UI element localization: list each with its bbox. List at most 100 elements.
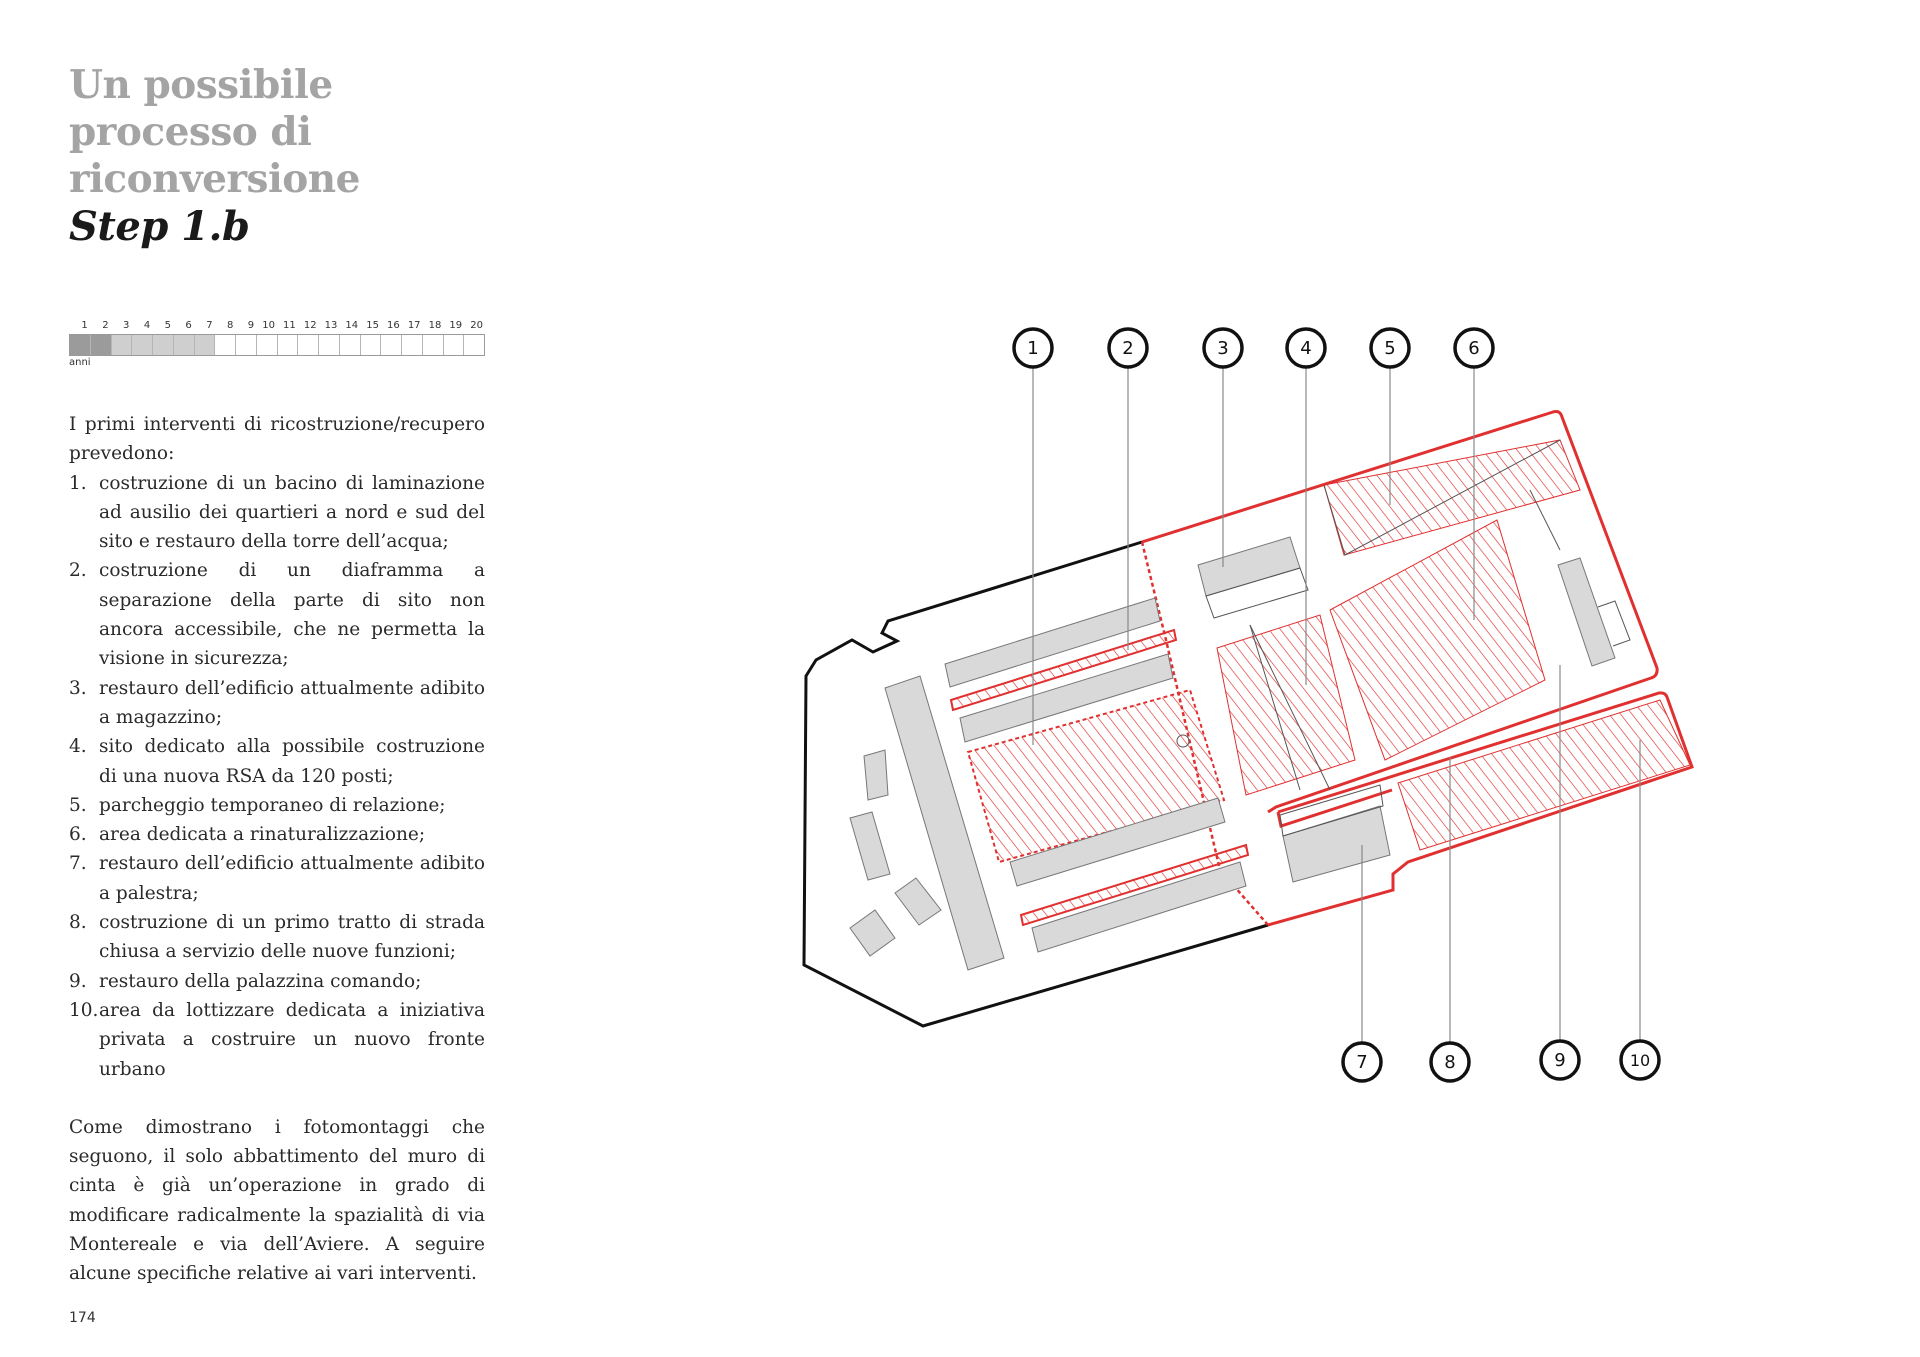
list-item-number: 3. (69, 677, 87, 699)
site-boundary-west (802, 540, 1269, 1028)
callout-label-2: 2 (1122, 338, 1133, 359)
callout-1: 1 (1012, 327, 1054, 369)
timeline-cell (70, 335, 91, 355)
list-item: 9. restauro della palazzina comando; (69, 967, 485, 996)
command-building (1557, 557, 1616, 667)
callout-3: 3 (1202, 327, 1244, 369)
timeline-year-label: 10 (262, 320, 275, 331)
list-item-text: parcheggio temporaneo di relazione; (99, 794, 446, 816)
list-item-number: 9. (69, 970, 87, 992)
callout-label-8: 8 (1444, 1052, 1455, 1073)
callout-7: 7 (1341, 1041, 1383, 1083)
warehouse-annex (1205, 567, 1309, 619)
timeline-year-label: 4 (143, 320, 151, 331)
timeline-cell (90, 335, 112, 355)
timeline-cell (443, 335, 465, 355)
timeline-cell (381, 335, 402, 355)
list-item-number: 1. (69, 472, 87, 494)
intervention-list: 1. costruzione di un bacino di laminazion… (69, 469, 485, 1084)
list-item-number: 7. (69, 853, 87, 875)
timeline-cell (194, 335, 216, 355)
timeline-year-label: 8 (227, 320, 234, 331)
list-item: 2. costruzione di un diaframma a separazi… (69, 556, 485, 673)
building-long-west (884, 675, 1005, 971)
building-bar-1 (944, 597, 1161, 688)
description-text: I primi interventi di ricostruzione/recu… (69, 410, 485, 1289)
timeline-year-label: 5 (164, 320, 171, 331)
building-small-3 (894, 877, 942, 926)
internal-line-2 (1249, 624, 1301, 791)
timeline-year-label: 18 (428, 320, 442, 331)
list-item-text: costruzione di un bacino di laminazione … (99, 472, 485, 553)
building-bar-4 (1031, 861, 1247, 953)
timeline-year-label: 15 (366, 320, 379, 331)
callout-label-4: 4 (1300, 338, 1311, 359)
callout-8: 8 (1429, 1041, 1471, 1083)
page-number: 174 (69, 1310, 96, 1326)
callout-label-3: 3 (1217, 338, 1228, 359)
timeline-cell (173, 335, 195, 355)
list-item: 10.area da lottizzare dedicata a iniziat… (69, 996, 485, 1084)
list-item-text: restauro dell’edificio attualmente adibi… (99, 853, 485, 904)
timeline-year-label: 9 (247, 320, 255, 331)
title-line-3: riconversione (69, 156, 360, 202)
gym-annex (1279, 784, 1384, 837)
timeline-year-label: 13 (324, 320, 338, 331)
list-item-number: 4. (69, 736, 87, 758)
building-small-2 (849, 811, 891, 881)
timeline-cell (360, 335, 382, 355)
callout-label-7: 7 (1356, 1052, 1367, 1073)
list-item-number: 6. (69, 824, 87, 846)
timeline-cell (153, 335, 174, 355)
timeline-cell (236, 335, 257, 355)
timeline-cell (319, 335, 340, 355)
title-line-1: Un possibile (69, 62, 333, 108)
building-small-1 (863, 749, 889, 801)
callout-6: 6 (1453, 327, 1495, 369)
timeline-year-label: 16 (387, 320, 400, 331)
list-item-text: area da lottizzare dedicata a iniziativa… (99, 999, 485, 1080)
nature-area (1329, 519, 1546, 761)
callout-label-5: 5 (1384, 338, 1395, 359)
timeline-year-label: 11 (283, 320, 296, 331)
gym-building (1282, 805, 1391, 883)
private-area (1397, 699, 1691, 851)
list-item-text: restauro della palazzina comando; (99, 970, 422, 992)
timeline-cell (402, 335, 423, 355)
list-item-number: 10. (69, 999, 99, 1021)
list-item: 6. area dedicata a rinaturalizzazione; (69, 820, 485, 849)
step-label: Step 1.b (69, 203, 250, 250)
water-tower (1176, 734, 1190, 748)
warehouse-building (1197, 536, 1301, 597)
timeline-year-label: 17 (407, 320, 421, 331)
outline-elements (1205, 439, 1631, 837)
timeline-cell (339, 335, 361, 355)
intro-paragraph: I primi interventi di ricostruzione/recu… (69, 414, 485, 465)
callout-10: 10 (1619, 1039, 1661, 1081)
list-item-text: area dedicata a rinaturalizzazione; (99, 824, 426, 846)
timeline-unit-label: anni (69, 357, 91, 368)
list-item-text: costruzione di un diaframma a separazion… (99, 560, 485, 670)
list-item-number: 8. (69, 912, 87, 934)
timeline-year-label: 19 (449, 320, 463, 331)
list-item-text: costruzione di un primo tratto di strada… (99, 912, 485, 963)
callout-label-6: 6 (1468, 338, 1479, 359)
leader-lines (1032, 368, 1641, 1042)
timeline-year-label: 7 (206, 320, 213, 331)
site-boundary-east (1141, 410, 1659, 814)
page-title: Un possibile processo di riconversione S… (69, 62, 360, 250)
list-item-number: 2. (69, 560, 87, 582)
timeline-year-label: 12 (303, 320, 317, 331)
list-item: 1. costruzione di un bacino di laminazion… (69, 469, 485, 557)
timeline-cell (464, 335, 484, 355)
callout-label-1: 1 (1027, 338, 1038, 359)
timeline-year-label: 2 (102, 320, 109, 331)
list-item-number: 5. (69, 794, 87, 816)
timeline-cell (215, 335, 236, 355)
callout-label-10: 10 (1630, 1051, 1650, 1070)
callout-5: 5 (1369, 327, 1411, 369)
callout-9: 9 (1539, 1039, 1581, 1081)
